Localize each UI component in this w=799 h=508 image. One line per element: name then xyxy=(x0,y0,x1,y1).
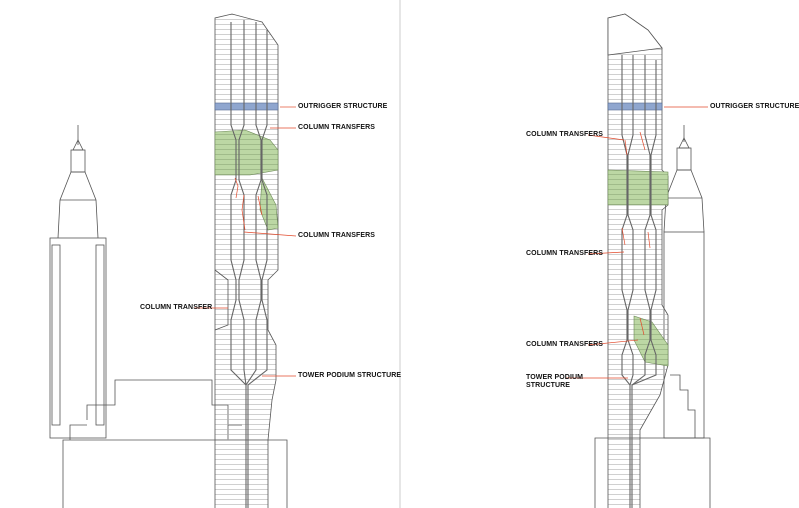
left-label-column-transfer: COLUMN TRANSFER xyxy=(140,304,213,311)
right-label-podium-line2: STRUCTURE xyxy=(526,382,571,389)
left-leaders xyxy=(194,106,297,377)
left-label-column-transfers-top: COLUMN TRANSFERS xyxy=(298,124,376,131)
right-label-podium-line1: TOWER PODIUM xyxy=(526,374,584,381)
left-green-zone-lower xyxy=(259,176,279,231)
right-outrigger-band xyxy=(607,102,663,111)
left-label-outrigger: OUTRIGGER STRUCTURE xyxy=(298,103,388,110)
right-label-outrigger: OUTRIGGER STRUCTURE xyxy=(710,103,799,110)
right-label-podium: TOWER PODIUM STRUCTURE xyxy=(526,374,583,390)
left-tower xyxy=(214,13,279,508)
left-outrigger-band xyxy=(214,102,279,111)
right-label-column-transfers-low: COLUMN TRANSFERS xyxy=(526,341,604,348)
left-label-column-transfers-mid: COLUMN TRANSFERS xyxy=(298,232,376,239)
left-neighbor-building xyxy=(49,125,107,439)
right-label-column-transfers-mid: COLUMN TRANSFERS xyxy=(526,250,604,257)
right-elevation xyxy=(566,13,711,508)
left-elevation xyxy=(49,13,297,508)
right-label-column-transfers-top: COLUMN TRANSFERS xyxy=(526,131,604,138)
right-leaders xyxy=(566,106,708,379)
right-green-zone-upper xyxy=(607,169,669,206)
left-label-podium: TOWER PODIUM STRUCTURE xyxy=(298,372,402,379)
right-neighbor-building xyxy=(663,125,705,439)
right-tower xyxy=(607,13,669,508)
right-low-buildings xyxy=(594,374,711,508)
